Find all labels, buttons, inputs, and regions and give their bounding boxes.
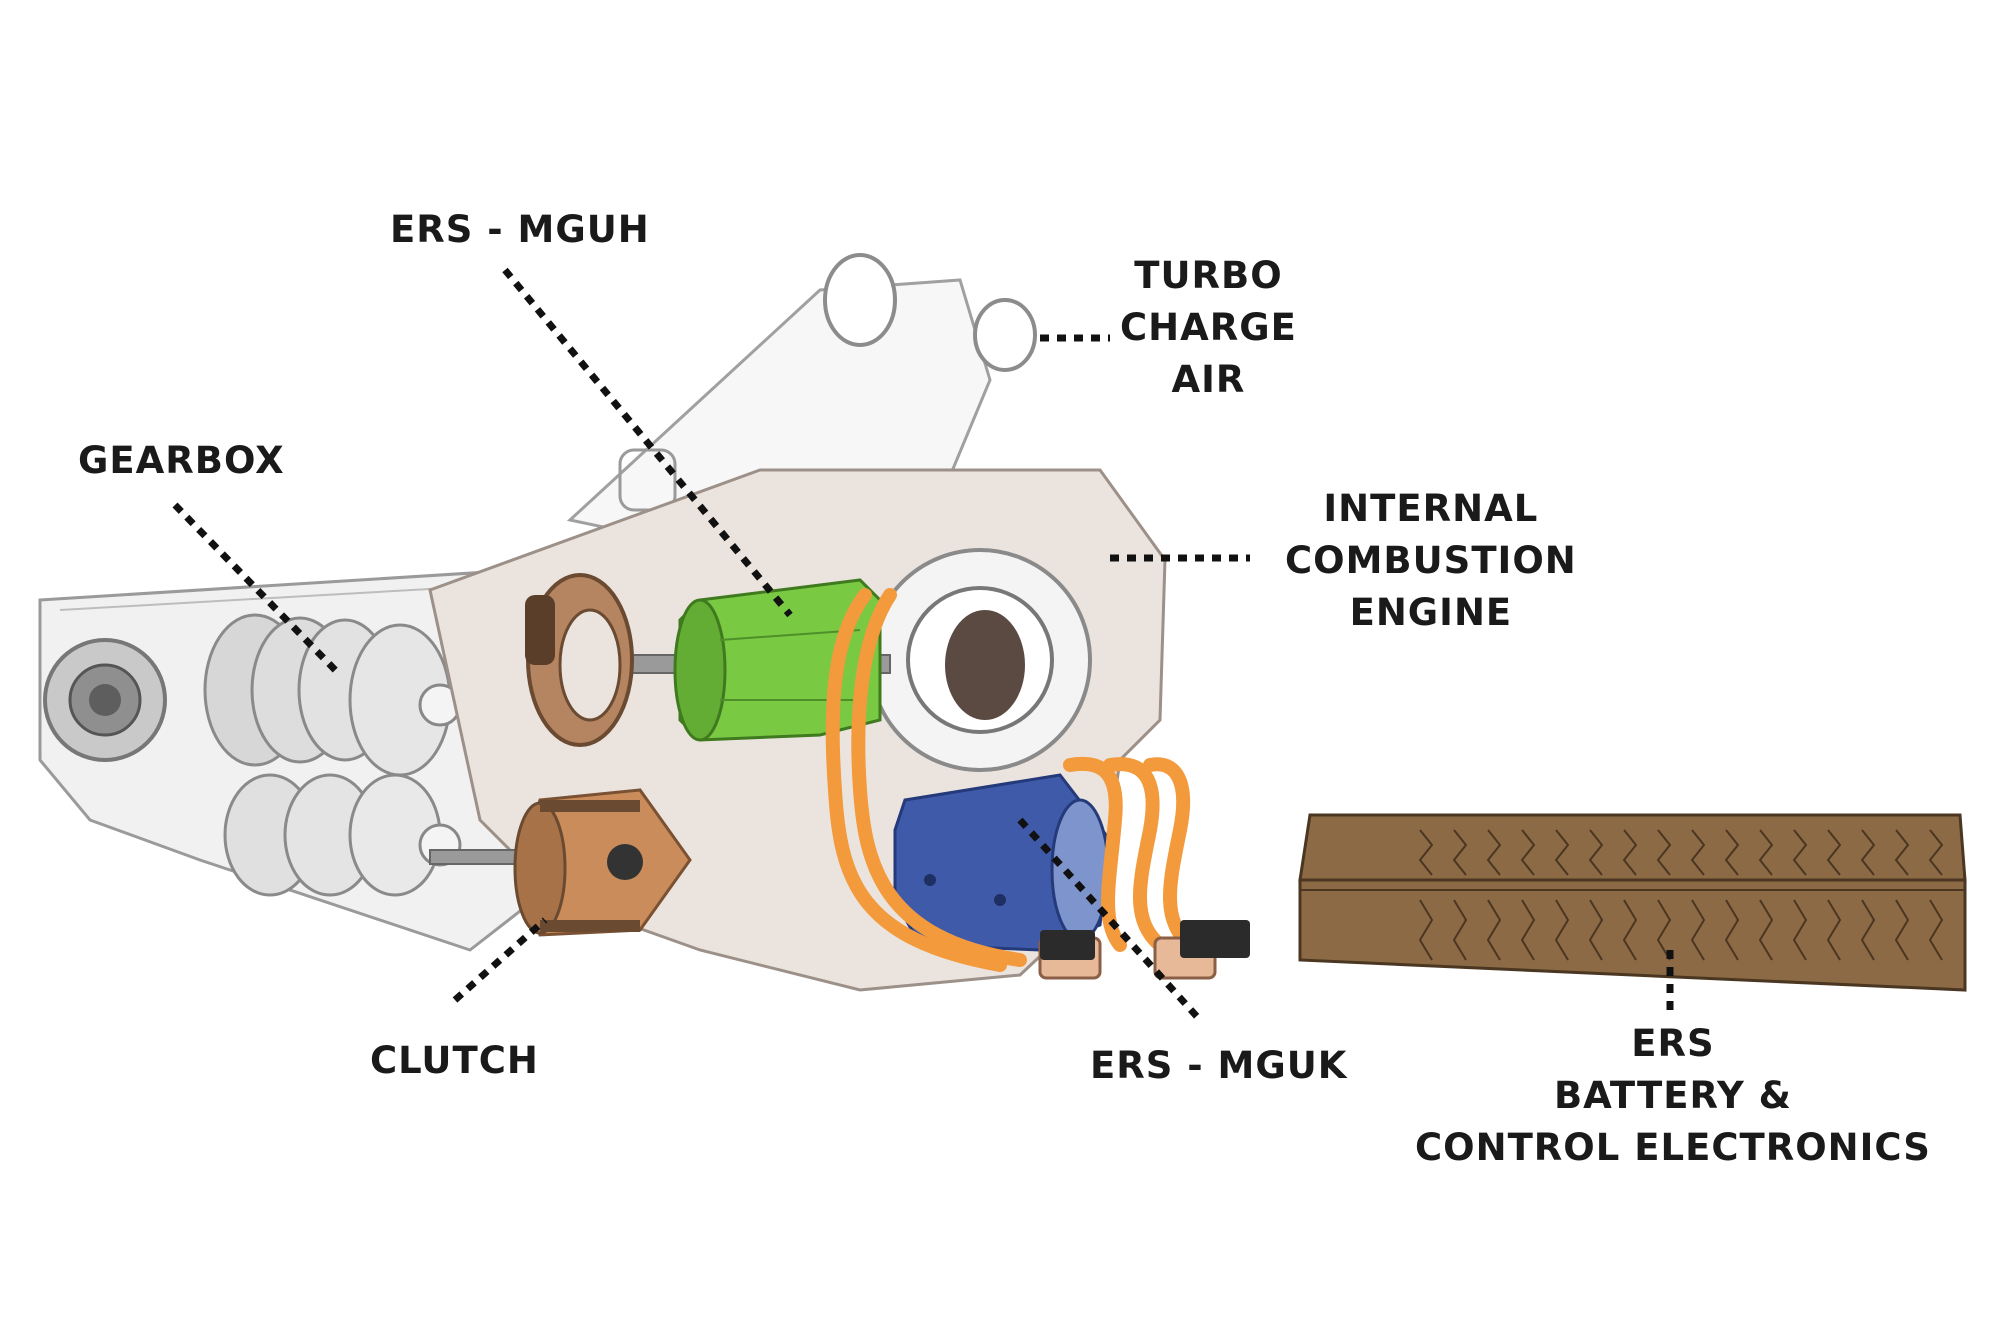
- cable-connectors: [1038, 920, 1250, 980]
- battery-cell-ridge: [1758, 899, 1774, 961]
- battery-cell-ridge: [1452, 899, 1468, 961]
- clutch-unit: [513, 788, 692, 937]
- battery-cell-ridge: [1758, 829, 1774, 876]
- battery-cell-ridge: [1792, 829, 1808, 876]
- battery-cell-ridge: [1554, 829, 1570, 876]
- battery-cell-ridge: [1418, 899, 1434, 961]
- battery-cell-ridge: [1690, 829, 1706, 876]
- battery-cell-ridge: [1452, 829, 1468, 876]
- label-internal-combustion-engine: INTERNAL COMBUSTION ENGINE: [1285, 487, 1577, 634]
- battery-cell-ridge: [1588, 829, 1604, 876]
- ers-battery-box: [1298, 813, 1967, 992]
- battery-cell-ridge: [1860, 829, 1876, 876]
- leader-lines: [172, 267, 1674, 1023]
- battery-cell-ridge: [1928, 899, 1944, 961]
- battery-cell-ridge: [1860, 899, 1876, 961]
- battery-cell-ridge: [1418, 829, 1434, 876]
- ers-cables: [825, 588, 1197, 972]
- label-turbo-charge-air: TURBO CHARGE AIR: [1120, 254, 1297, 401]
- battery-cell-ridge: [1894, 899, 1910, 961]
- battery-cell-ridge: [1520, 829, 1536, 876]
- battery-cell-ridge: [1656, 829, 1672, 876]
- battery-cell-ridge: [1554, 899, 1570, 961]
- battery-cell-ridge: [1792, 899, 1808, 961]
- battery-cell-ridge: [1622, 829, 1638, 876]
- label-ers-mguh: ERS - MGUH: [390, 208, 650, 251]
- battery-cell-ridge: [1826, 899, 1842, 961]
- gearbox-gears: [43, 613, 462, 897]
- label-ers-battery-control-electronics: ERS BATTERY & CONTROL ELECTRONICS: [1415, 1022, 1931, 1169]
- label-ers-mguk: ERS - MGUK: [1090, 1044, 1348, 1087]
- battery-cell-ridge: [1690, 899, 1706, 961]
- battery-cell-ridge: [1520, 899, 1536, 961]
- battery-cell-ridge: [1588, 899, 1604, 961]
- flywheel-ring: [525, 573, 634, 747]
- battery-cell-ridge: [1486, 829, 1502, 876]
- battery-cell-ridge: [1486, 899, 1502, 961]
- battery-cell-ridge: [1622, 899, 1638, 961]
- label-gearbox: GEARBOX: [78, 439, 285, 482]
- battery-cell-ridge: [1826, 829, 1842, 876]
- label-clutch: CLUTCH: [370, 1039, 539, 1082]
- battery-cell-ridge: [1724, 829, 1740, 876]
- battery-cell-ridge: [1656, 899, 1672, 961]
- battery-cell-ridge: [1724, 899, 1740, 961]
- battery-cell-ridge: [1894, 829, 1910, 876]
- battery-cell-ridge: [1928, 829, 1944, 876]
